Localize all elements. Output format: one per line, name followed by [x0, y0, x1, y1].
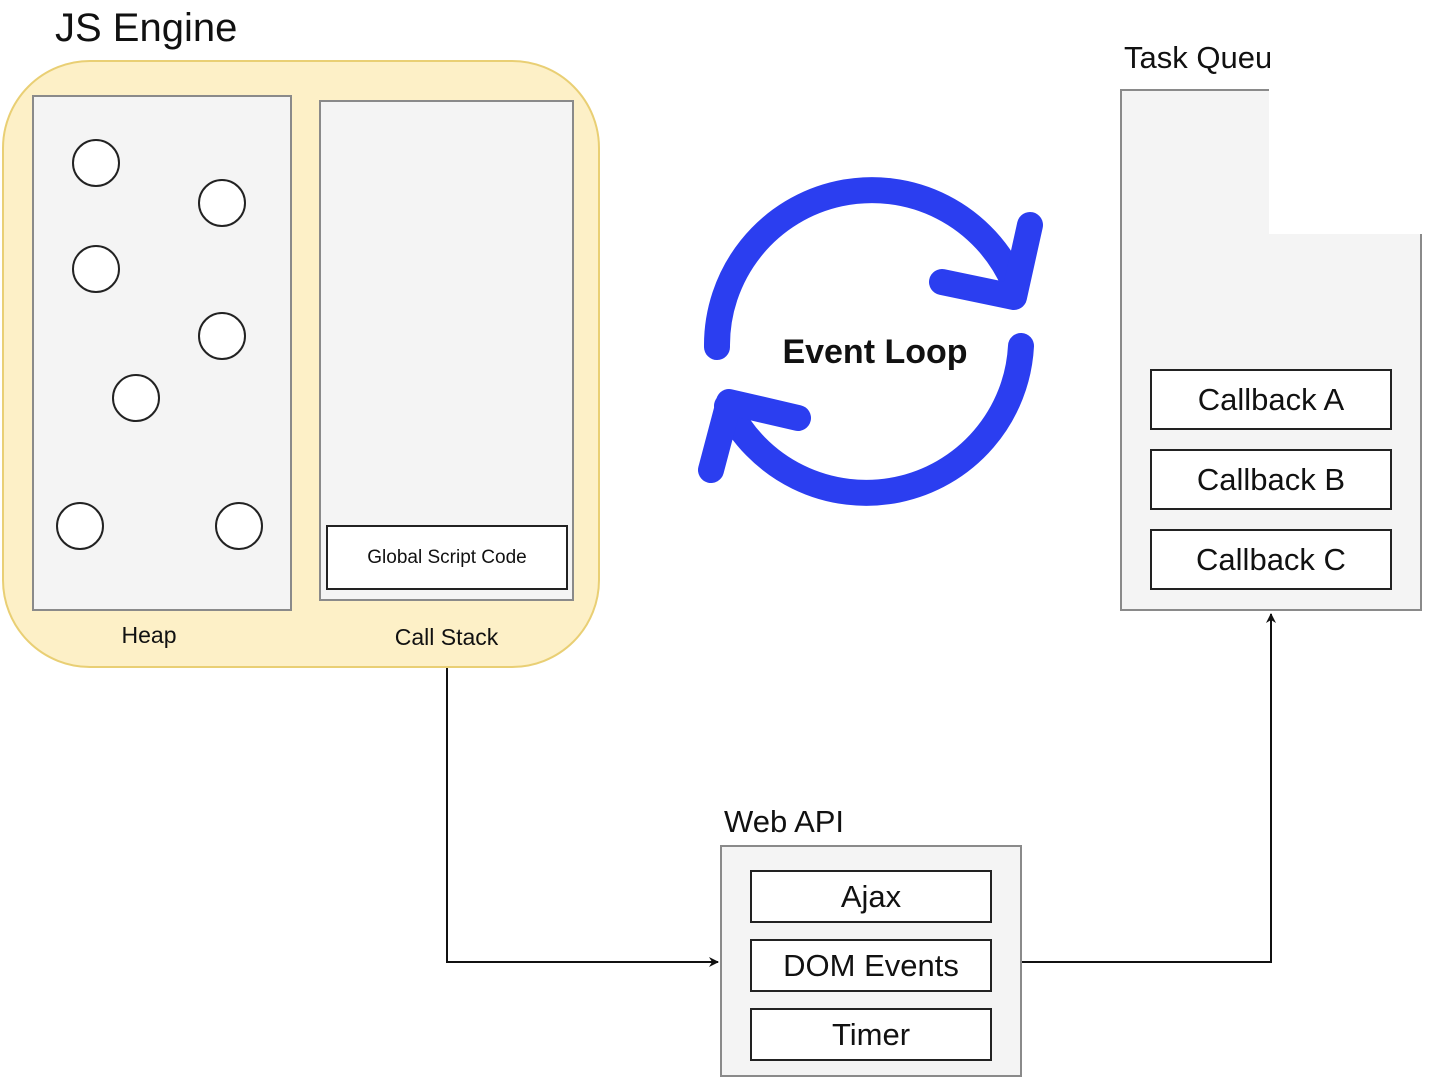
task-queue-cutout	[1269, 80, 1443, 234]
heap-object	[72, 245, 120, 293]
heap-object	[198, 179, 246, 227]
callback-item: Callback B	[1150, 449, 1392, 510]
callback-item: Callback C	[1150, 529, 1392, 590]
event-loop-arrow-bottom	[714, 333, 1034, 506]
event-loop-arrowhead-bottom	[698, 389, 811, 483]
web-api-item-ajax: Ajax	[750, 870, 992, 923]
task-queue-title: Task Queu	[1124, 40, 1270, 75]
js-engine-title: JS Engine	[55, 6, 238, 50]
web-api-title: Web API	[724, 804, 845, 839]
event-loop-icon	[698, 177, 1043, 506]
connector-callstack-to-webapi	[446, 660, 719, 967]
heap-object	[56, 502, 104, 550]
event-loop-label: Event Loop	[782, 333, 968, 371]
connector-webapi-to-taskqueue	[1022, 613, 1276, 963]
call-stack-label: Call Stack	[394, 624, 499, 650]
web-api-item-timer: Timer	[750, 1008, 992, 1061]
call-stack-frame: Global Script Code	[326, 525, 568, 590]
heap-object	[112, 374, 160, 422]
heap-object	[72, 139, 120, 187]
heap-object	[215, 502, 263, 550]
web-api-item-dom-events: DOM Events	[750, 939, 992, 992]
heap-label: Heap	[121, 622, 177, 648]
event-loop-arrowhead-top	[929, 212, 1043, 310]
callback-item: Callback A	[1150, 369, 1392, 430]
event-loop-arrow-top	[703, 177, 1027, 360]
call-stack-panel	[319, 100, 574, 601]
heap-object	[198, 312, 246, 360]
